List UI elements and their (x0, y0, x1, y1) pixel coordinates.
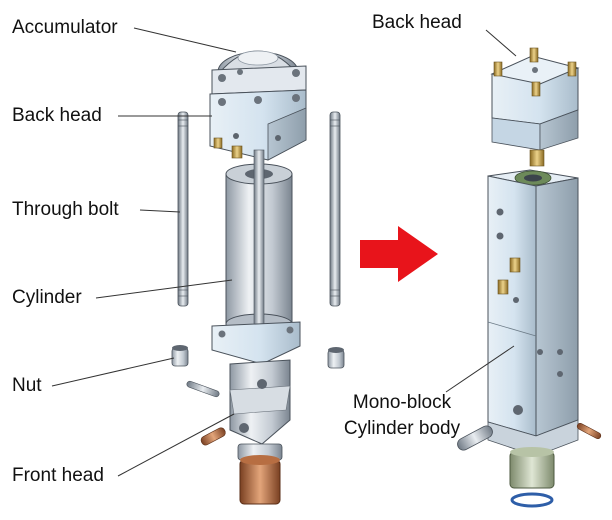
leader-accumulator (133, 27, 237, 53)
label-back-head-left: Back head (12, 105, 102, 126)
through-bolt-right-part (329, 111, 341, 307)
front-head-part (211, 321, 301, 505)
nut-right-part (327, 347, 345, 369)
label-through-bolt: Through bolt (12, 199, 119, 220)
leader-nut (51, 357, 175, 387)
leader-mono-block (445, 345, 515, 393)
pin-right-part (457, 423, 602, 451)
label-cylinder: Cylinder (12, 287, 82, 308)
label-nut: Nut (12, 375, 42, 396)
leader-back-head-right (485, 29, 517, 57)
leader-front-head (117, 413, 235, 477)
label-mono-block-line1: Mono-block (352, 392, 452, 413)
label-back-head-right: Back head (372, 12, 462, 33)
back-head-left-part (209, 89, 307, 161)
through-bolt-left-part (177, 111, 189, 307)
cylinder-part (225, 149, 293, 335)
leader-through-bolt (139, 209, 181, 213)
label-front-head: Front head (12, 465, 104, 486)
leader-cylinder (95, 279, 233, 299)
leader-lines (51, 27, 517, 477)
label-accumulator: Accumulator (12, 17, 118, 38)
transition-arrow (360, 226, 438, 282)
back-head-right-part (490, 47, 580, 167)
pin-left-part (186, 380, 226, 446)
accumulator-part (211, 50, 307, 95)
nut-left-part (171, 345, 189, 367)
mono-block-body-part (487, 169, 579, 508)
label-mono-block-line2: Cylinder body (343, 418, 461, 439)
